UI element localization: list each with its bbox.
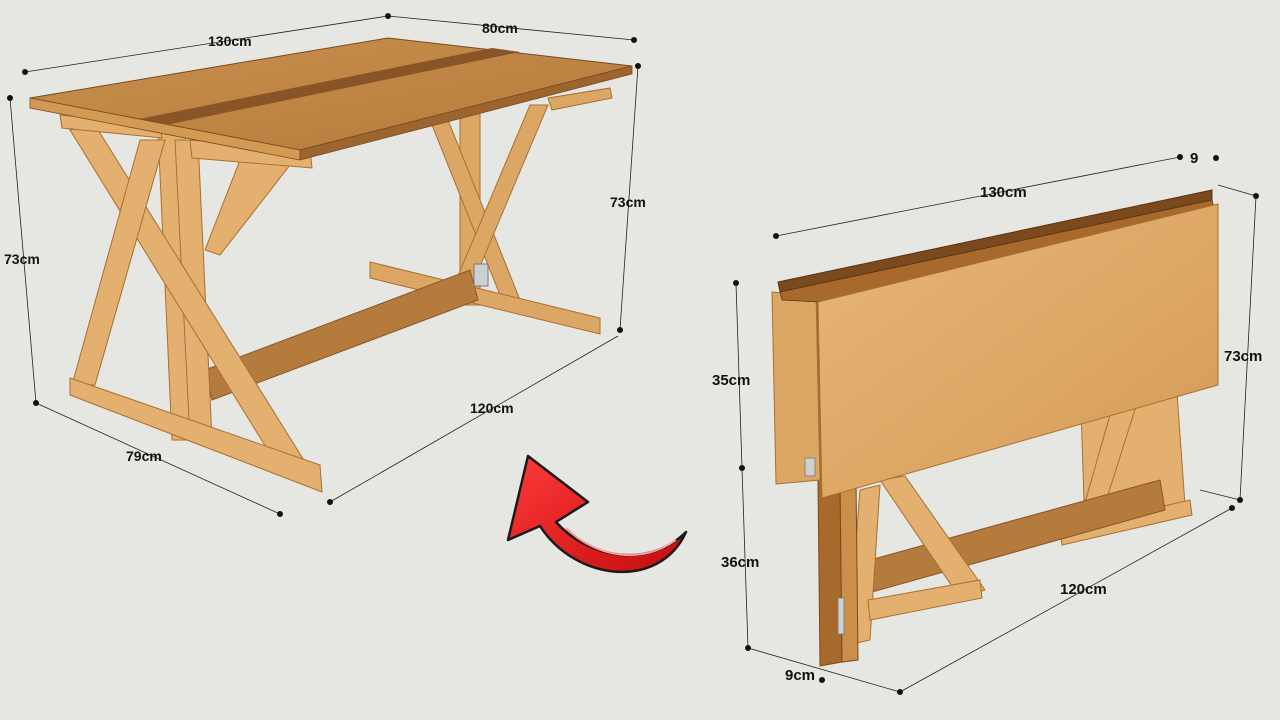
open-table-back-legs <box>369 87 613 335</box>
folded-table-lower-hinge <box>837 597 845 635</box>
open-table-base-length-label: 120cm <box>470 400 514 416</box>
folded-table-top-length-label: 130cm <box>980 184 1027 201</box>
open-table-base-depth-label: 79cm <box>126 448 162 464</box>
transform-arrow <box>506 454 688 574</box>
folded-table: 130cm 9 73cm 35cm 36cm 120cm 9cm <box>712 150 1262 695</box>
folded-table-dimension-lines <box>735 156 1257 693</box>
folded-table-dimension-dots <box>733 154 1259 695</box>
folded-table-latch <box>804 457 816 477</box>
folded-table-base-length-label: 120cm <box>1060 581 1107 598</box>
folded-table-base-depth-label: 9cm <box>785 667 815 684</box>
open-table-hinge <box>473 263 489 287</box>
open-table: 130cm 80cm 73cm 73cm 120cm 79cm <box>4 13 646 517</box>
open-table-top-length-label: 130cm <box>208 33 252 49</box>
open-table-top <box>29 37 633 161</box>
folded-table-top-rail <box>777 189 1215 303</box>
open-table-top-depth-label: 80cm <box>482 20 518 36</box>
open-table-dimension-lines <box>9 15 639 515</box>
open-table-height-back-label: 73cm <box>610 194 646 210</box>
open-table-height-front-label: 73cm <box>4 251 40 267</box>
folded-table-upper-leaf-label: 35cm <box>712 372 750 389</box>
open-table-dimension-dots <box>7 13 641 517</box>
folded-table-back-leaf <box>771 291 821 485</box>
folded-table-lower-leg-label: 36cm <box>721 554 759 571</box>
folded-table-height-label: 73cm <box>1224 348 1262 365</box>
folded-table-front-leaf <box>817 203 1219 499</box>
open-table-front-legs <box>59 114 323 493</box>
folded-table-thickness-label: 9 <box>1190 150 1198 167</box>
